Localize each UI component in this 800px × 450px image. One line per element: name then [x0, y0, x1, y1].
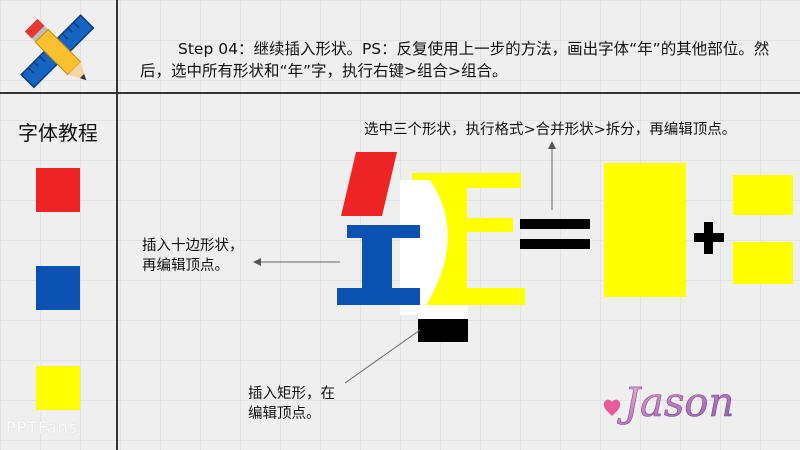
- sidebar-divider: [116, 0, 118, 450]
- annotation-bottom-line1: 插入矩形，在: [248, 386, 335, 402]
- annotation-top: 选中三个形状，执行格式>合并形状>拆分，再编辑顶点。: [364, 122, 737, 138]
- equals-bar-bottom: [520, 239, 590, 249]
- sidebar-title: 字体教程: [18, 121, 98, 145]
- red-parallelogram: [341, 152, 397, 216]
- arrow-to-bottom-label: [344, 329, 421, 384]
- svg-text:Jason: Jason: [617, 380, 734, 426]
- step-instruction: Step 04：继续插入形状。PS：反复使用上一步的方法，画出字体“年”的其他部…: [140, 40, 770, 80]
- red-swatch: [36, 168, 80, 212]
- black-rectangle: [418, 319, 468, 342]
- annotation-left-line2: 再编辑顶点。: [142, 258, 229, 274]
- annotation-bottom-line2: 编辑顶点。: [248, 406, 321, 422]
- annotation-left-line1: 插入十边形状，: [142, 238, 244, 254]
- annotation-left: 插入十边形状， 再编辑顶点。: [142, 236, 244, 276]
- yellow-rectangle: [604, 163, 686, 297]
- plus-vertical: [704, 222, 713, 254]
- yellow-swatch: [36, 366, 80, 410]
- blue-swatch: [36, 266, 80, 310]
- equals-bar-top: [520, 219, 590, 229]
- heart-icon: [603, 399, 621, 416]
- pencil-ruler-cross-icon: [20, 14, 95, 89]
- yellow-piece-bottom: [733, 242, 793, 284]
- annotation-bottom: 插入矩形，在 编辑顶点。: [248, 384, 335, 424]
- signature-logo: Jason: [603, 380, 735, 426]
- yellow-piece-top: [733, 175, 793, 215]
- watermark: PPTFans: [6, 418, 79, 437]
- blue-decagon-shape: [337, 225, 420, 305]
- white-rectangle: [418, 305, 468, 319]
- white-curve-shape: [400, 180, 448, 315]
- header-divider: [0, 92, 800, 94]
